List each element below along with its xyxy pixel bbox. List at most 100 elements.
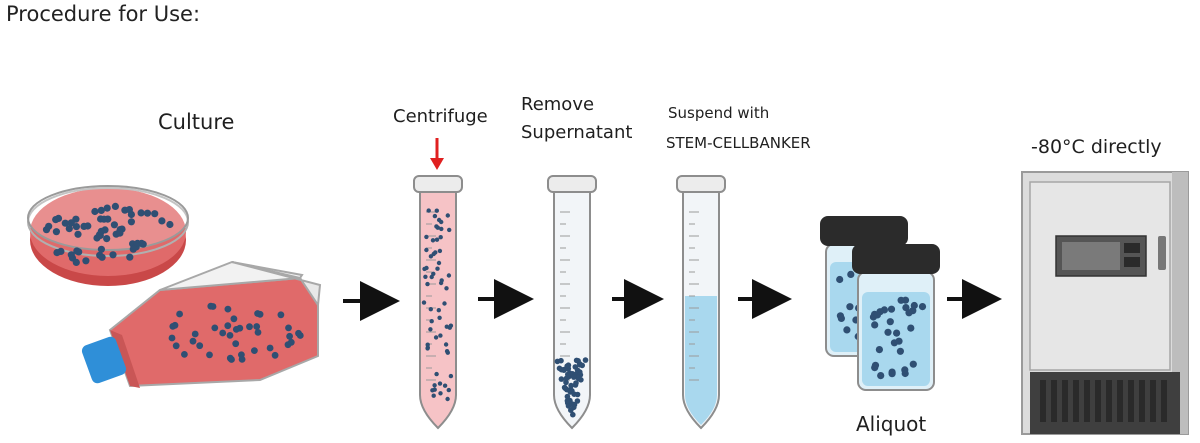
cell-dot [133,239,142,247]
cell-dot [424,247,429,253]
cell-dot [896,347,905,355]
cell-dot [571,374,577,380]
cell-dot [873,311,882,319]
cell-dot [151,210,159,218]
cell-dot [127,210,135,219]
cell-dot [448,323,454,328]
cell-dot [564,363,570,369]
cell-dot [74,230,82,238]
cell-dot [909,360,917,368]
cell-dot [558,366,565,373]
cell-dot [246,323,253,331]
cell-dot [888,370,896,378]
vial-icon [852,244,940,391]
cell-dot [442,301,447,306]
cell-dot [564,386,570,393]
cell-dot [570,411,576,418]
cell-dot [100,215,108,223]
cell-dot [189,337,197,345]
cell-dot [887,305,896,313]
grille-slot [1128,380,1134,422]
cell-dot [428,307,433,312]
flask-cells [168,302,304,363]
cell-dot [438,391,443,396]
cell-dot [67,251,75,259]
cell-dot [895,337,903,345]
grille-slot [1073,380,1079,422]
cell-dot [127,218,135,226]
cell-dot [53,249,61,257]
cell-dot [423,274,428,279]
grille-slot [1139,380,1145,422]
cell-dot [433,335,439,340]
cell-dot [121,206,129,214]
cell-dot [436,260,442,266]
cell-dot [438,333,443,338]
cell-dot [847,270,855,278]
cell-dot [443,342,449,347]
tube-icon [547,175,597,430]
cell-dot [435,266,440,271]
cell-dot [285,324,292,332]
cell-dot [918,303,927,311]
cell-dot [254,329,262,336]
cell-dot [582,357,589,363]
cell-dot [224,305,232,313]
cell-dot [82,257,90,265]
cell-dot [446,387,451,393]
cell-dot [72,258,80,266]
cell-dot [101,226,109,234]
cell-dot [181,351,188,358]
cell-dot [73,247,81,255]
cell-dot [438,235,443,240]
cell-dot [91,207,99,216]
cell-pellet [554,357,589,418]
cell-dot [432,383,437,388]
cell-dot [574,391,581,398]
cell-dot [437,248,443,254]
cell-dot [72,223,80,231]
petri-dish-icon [27,185,189,286]
cell-dot [905,309,913,317]
cell-dot [445,396,450,402]
cell-dot [568,382,574,389]
cell-dot [563,379,569,386]
grille-slot [1062,380,1068,422]
cell-dot [564,398,571,404]
label-freeze: -80°C directly [1031,136,1162,158]
cell-dot [884,328,892,336]
cell-dot [446,273,452,278]
cell-dot [901,366,909,374]
cell-dot [116,229,124,237]
cell-dot [425,342,430,347]
cell-dot [430,388,435,393]
cell-dot [284,341,292,349]
cell-dot [97,245,105,253]
tube-graduations [689,211,699,381]
cell-dot [442,383,448,388]
grille-slot [1051,380,1057,422]
cell-dot [97,206,105,214]
cell-dot [65,225,73,233]
cell-dot [52,228,61,236]
cell-dot [445,350,450,355]
cell-dot [166,220,174,229]
cell-dot [429,319,434,324]
cell-dot [447,227,452,233]
vial-cells [869,296,927,380]
cell-dot [439,278,444,283]
cell-dot [295,329,302,337]
cell-dot [435,225,440,230]
cell-dot [875,346,884,354]
cell-dot [574,367,581,374]
cell-dot [286,332,293,340]
grille-slot [1117,380,1123,422]
label-suspend: Suspend with [668,104,770,122]
cell-dot [109,251,117,259]
cell-dot [910,301,918,310]
dish-cells [42,202,174,266]
cell-dot [206,351,213,359]
tube-cells [421,208,454,402]
cell-dot [902,304,910,312]
